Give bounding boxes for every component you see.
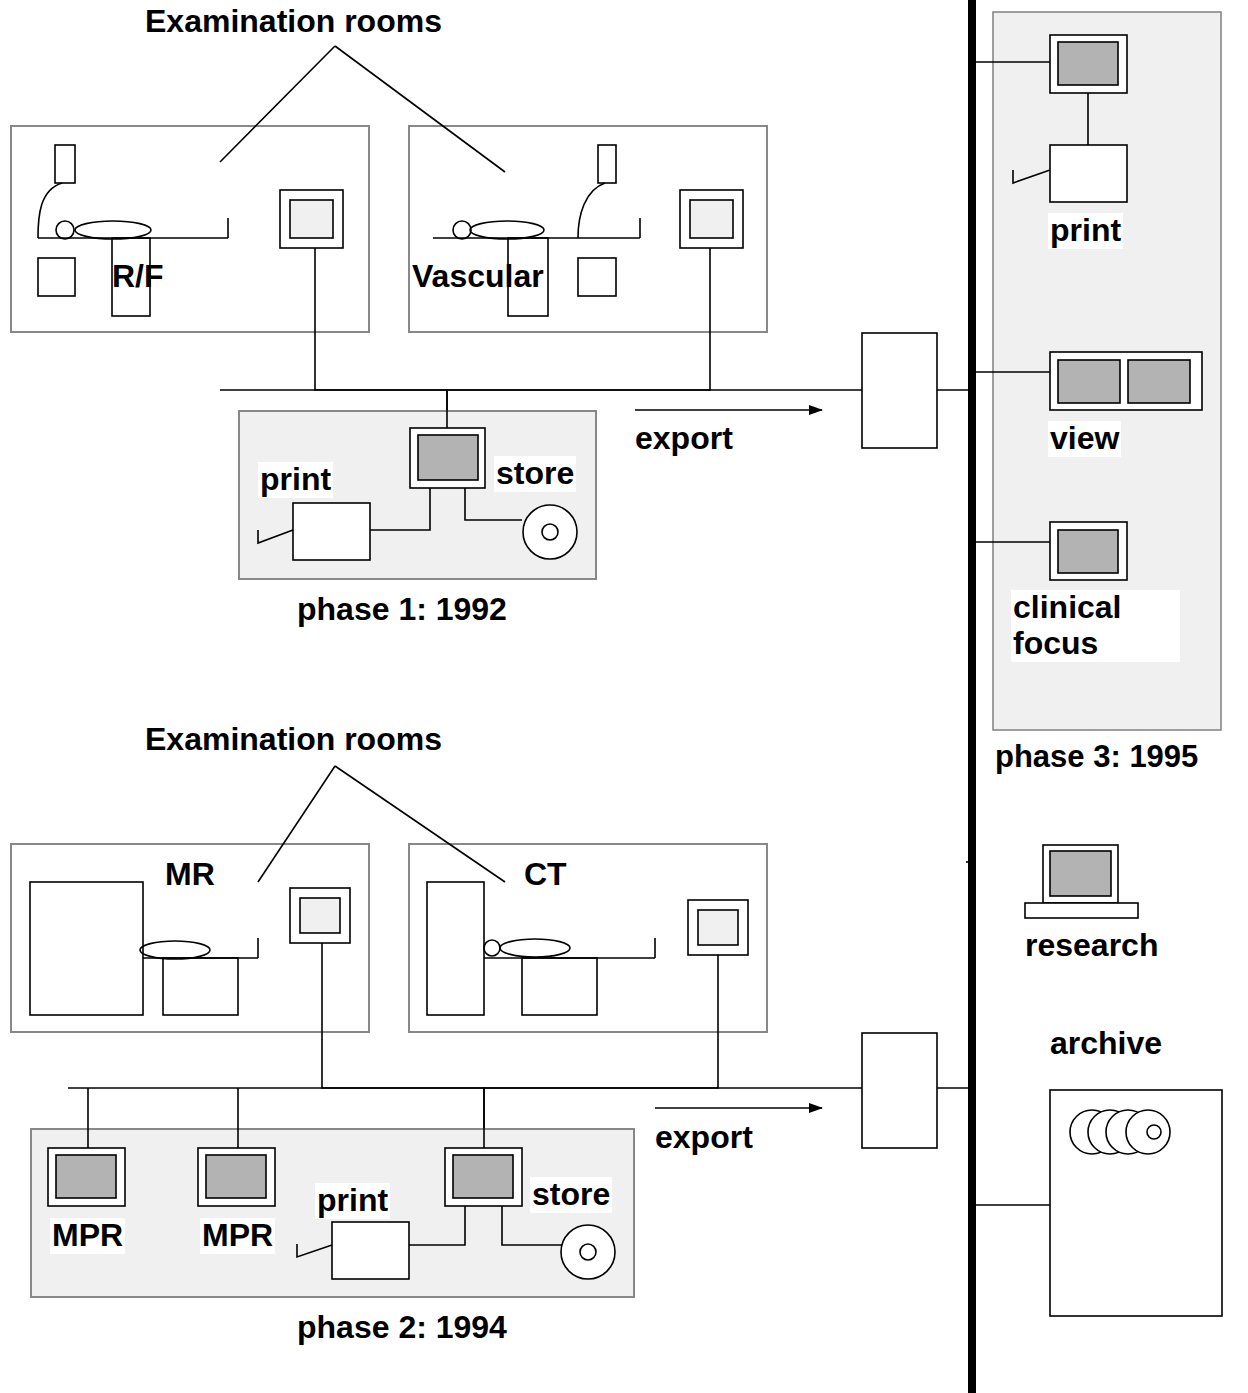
text-label: R/F [110,259,166,295]
text-label: clinical focus [1011,590,1180,662]
text-label: phase 1: 1992 [295,592,509,628]
text-label: view [1048,421,1121,457]
room-box: MR [10,843,370,1033]
text-label: export [633,421,735,457]
text-label: phase 3: 1995 [993,740,1200,775]
text-label: Examination rooms [143,722,444,758]
text-label: Examination rooms [143,4,444,40]
text-label: MPR [200,1218,275,1254]
text-label: export [653,1120,755,1156]
text-label: store [494,456,576,492]
text-label: archive [1048,1026,1164,1062]
network-link [484,1033,718,1128]
network-link [447,333,710,410]
text-label: phase 2: 1994 [295,1310,509,1346]
text-label: research [1023,928,1160,964]
network-link [315,333,447,410]
text-label: MR [163,857,217,893]
text-label: CT [522,857,569,893]
text-label: store [530,1177,612,1213]
text-label: print [1048,213,1123,249]
network-link [322,1033,484,1128]
text-label: MPR [50,1218,125,1254]
text-label: print [315,1183,390,1219]
text-label: Vascular [410,259,546,295]
text-label: print [258,462,333,498]
